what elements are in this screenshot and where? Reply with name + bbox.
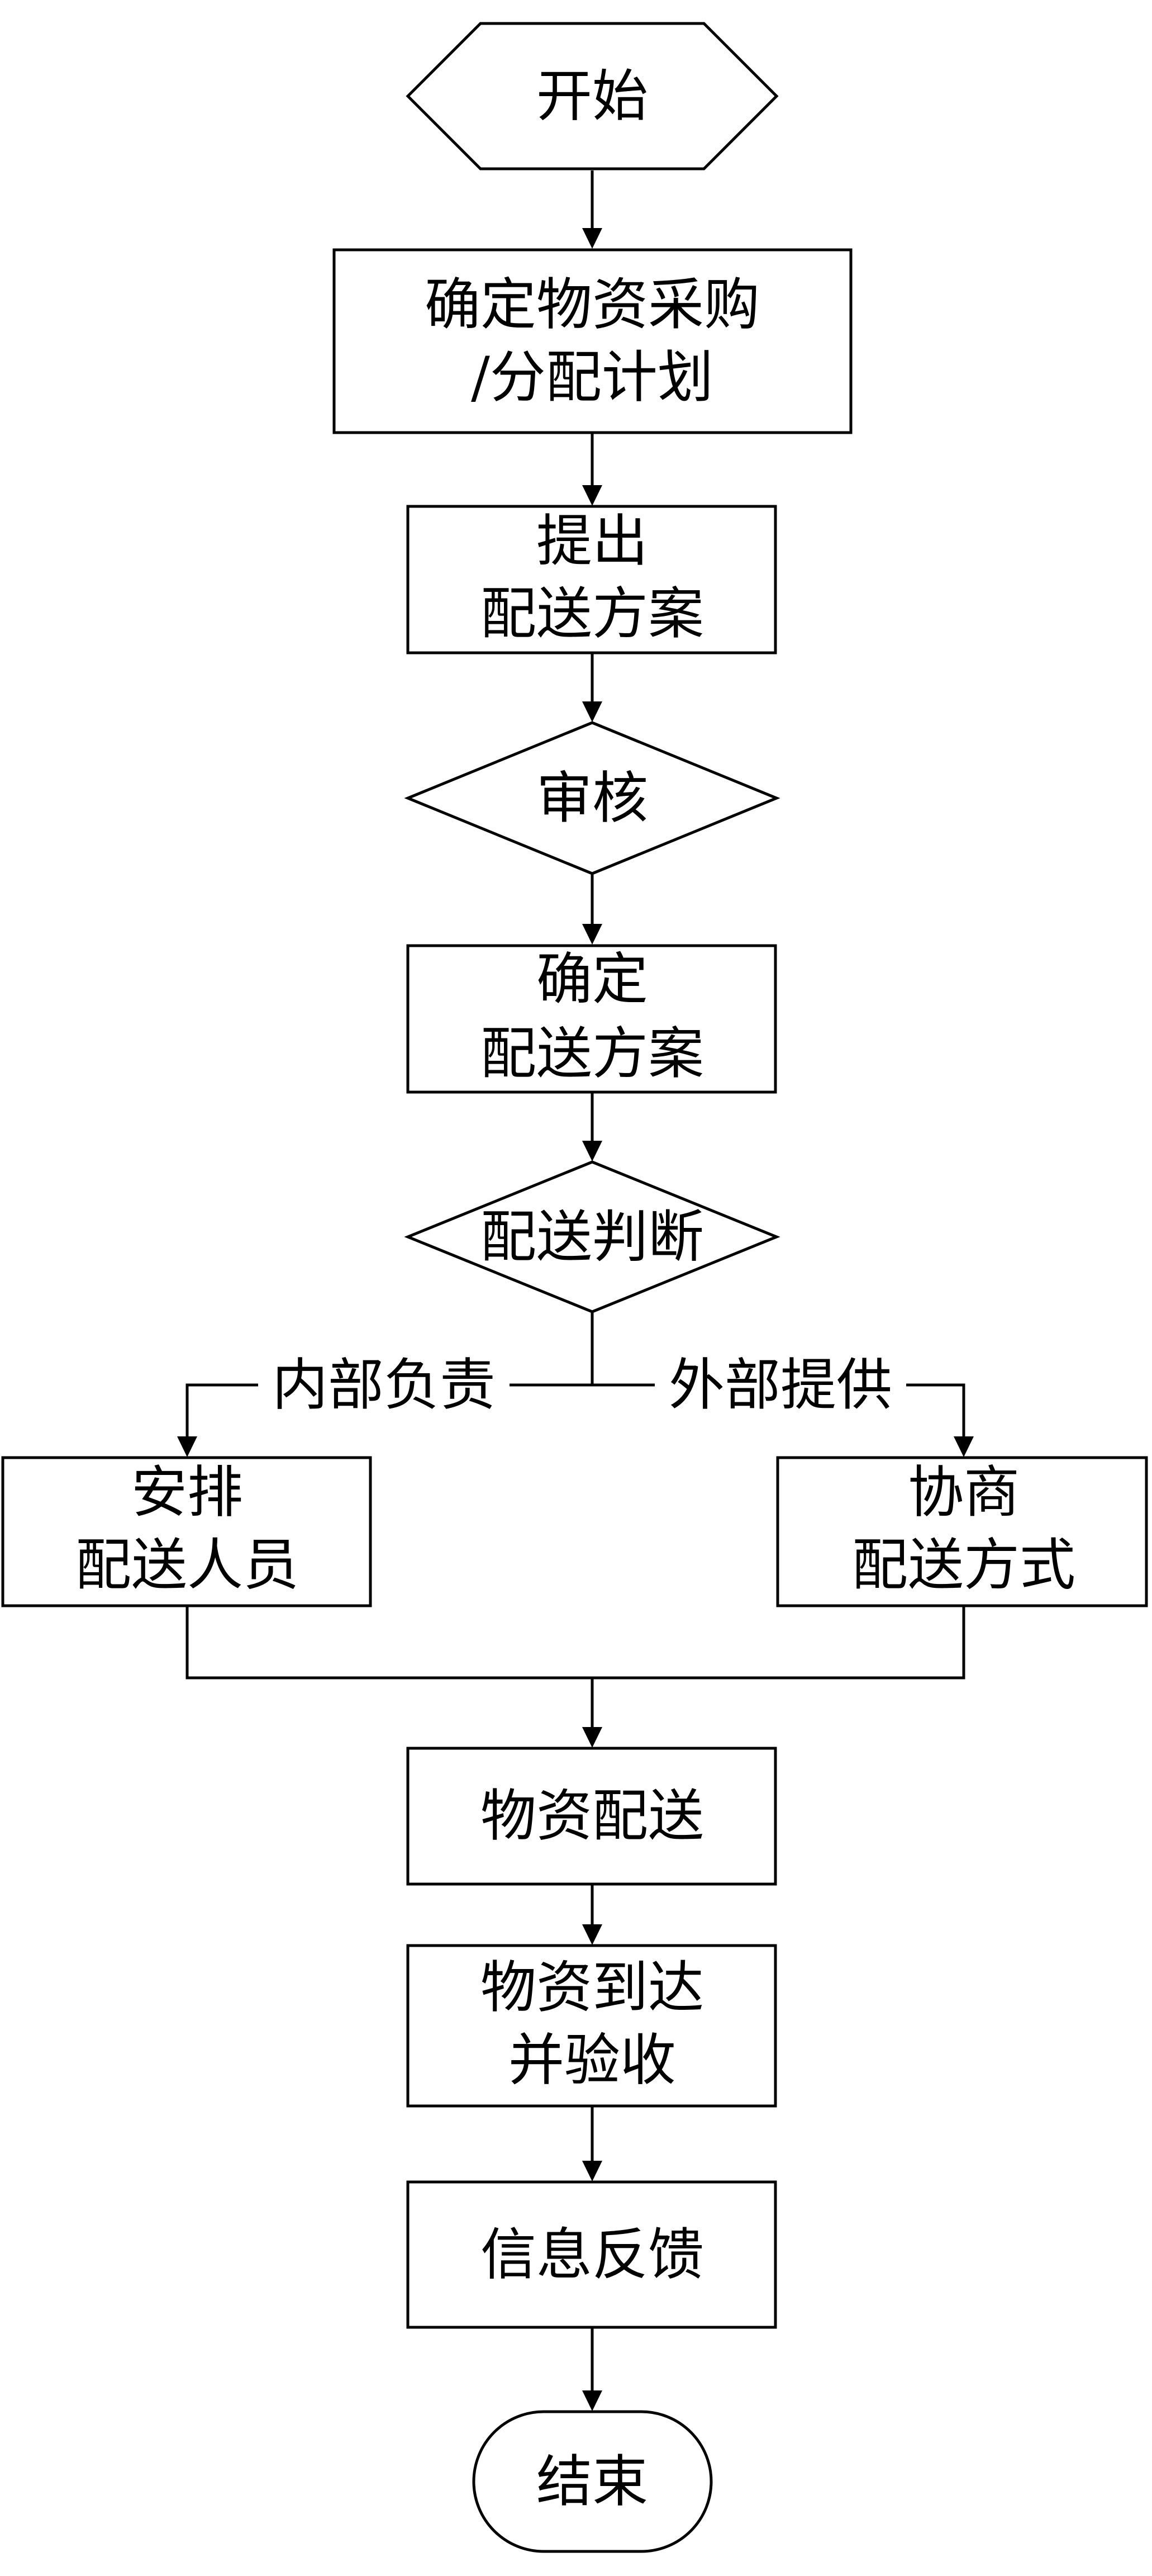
node-plan-label-line2: /分配计划 (471, 345, 713, 410)
edge-confirm-to-judge (582, 1093, 602, 1161)
node-propose-label-line1: 提出 (536, 509, 648, 574)
edge-review-to-confirm (582, 875, 602, 945)
edge-label-internal: 内部负责 (258, 1353, 510, 1420)
node-deliver-label: 物资配送 (480, 1783, 704, 1849)
node-arrive-label-line2: 并验收 (508, 2028, 676, 2093)
edge-arrive-to-feedback (582, 2107, 602, 2181)
edge-plan-to-propose (582, 433, 602, 506)
node-start: 开始 (406, 22, 779, 170)
edge-internal-to-deliver (185, 1607, 592, 1680)
node-external-label-line1: 协商 (908, 1460, 1020, 1525)
node-arrive: 物资到达 并验收 (406, 1944, 777, 2108)
node-plan: 确定物资采购 /分配计划 (332, 248, 853, 434)
node-internal: 安排 配送人员 (1, 1456, 372, 1607)
node-feedback-label: 信息反馈 (480, 2222, 704, 2288)
node-deliver: 物资配送 (406, 1747, 777, 1886)
edge-external-to-deliver (582, 1607, 965, 1748)
node-feedback: 信息反馈 (406, 2180, 777, 2329)
edge-label-external-text: 外部提供 (669, 1353, 892, 1418)
node-internal-label-line1: 安排 (131, 1460, 243, 1525)
node-confirm: 确定 配送方案 (406, 944, 777, 1094)
edge-label-external: 外部提供 (655, 1353, 906, 1420)
edge-label-internal-text: 内部负责 (272, 1353, 496, 1418)
node-end: 结束 (472, 2410, 713, 2553)
node-judge-label: 配送判断 (480, 1204, 704, 1270)
connectors (177, 170, 974, 2411)
edge-start-to-plan (582, 170, 602, 249)
node-review: 审核 (404, 721, 780, 875)
node-plan-label-line1: 确定物资采购 (425, 272, 760, 338)
node-confirm-label-line2: 配送方案 (480, 1021, 704, 1087)
node-review-label: 审核 (536, 766, 648, 831)
node-external-label-line2: 配送方式 (852, 1533, 1075, 1598)
node-start-label: 开始 (536, 64, 648, 129)
edge-propose-to-review (582, 654, 602, 722)
node-arrive-label-line1: 物资到达 (480, 1955, 704, 2020)
edge-feedback-to-end (582, 2328, 602, 2411)
node-propose: 提出 配送方案 (406, 505, 777, 654)
node-propose-label-line2: 配送方案 (480, 581, 704, 647)
node-external: 协商 配送方式 (776, 1456, 1148, 1607)
node-internal-label-line2: 配送人员 (75, 1533, 299, 1598)
node-confirm-label-line1: 确定 (536, 947, 648, 1012)
edge-deliver-to-arrive (582, 1885, 602, 1945)
node-judge: 配送判断 (404, 1160, 780, 1313)
node-end-label: 结束 (536, 2449, 648, 2515)
